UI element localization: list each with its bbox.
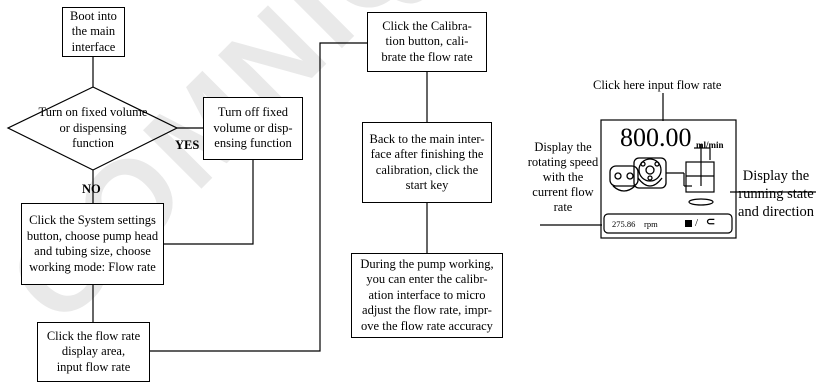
back-main-text: Back to the main inter- face after finis… — [369, 131, 485, 193]
rpm-value: 275.86 — [612, 219, 636, 229]
status-bar — [603, 213, 733, 234]
device-screen: 800.00 ml/min 275.86 rpm / ⊂ — [600, 96, 738, 239]
boot-text: Boot into the main interface — [70, 8, 117, 54]
flow-rate-area-box: Click the flow rate display area, input … — [37, 322, 150, 382]
vessel-icon — [685, 144, 715, 206]
device-screen-frame — [600, 119, 737, 239]
no-label: NO — [82, 182, 101, 196]
turn-off-text: Turn off fixed volume or disp- ensing fu… — [213, 105, 293, 151]
right-label: Display the running state and direction — [737, 168, 815, 220]
micro-adjust-box: During the pump working, you can enter t… — [351, 253, 503, 338]
pump-head-icon — [609, 165, 639, 192]
flow-rate-unit: ml/min — [696, 140, 724, 150]
decision-text: Turn on fixed volume or dispensing funct… — [38, 105, 148, 150]
system-settings-text: Click the System settings button, choose… — [26, 213, 159, 274]
top-label: Click here input flow rate — [593, 78, 722, 92]
flow-rate-value[interactable]: 800.00 — [620, 123, 692, 152]
tubing-icon — [666, 172, 692, 187]
left-label: Display the rotating speed with the curr… — [527, 140, 599, 214]
boot-box: Boot into the main interface — [62, 7, 125, 57]
rpm-unit: rpm — [644, 219, 658, 229]
system-settings-box: Click the System settings button, choose… — [21, 203, 164, 285]
turn-off-box: Turn off fixed volume or disp- ensing fu… — [203, 97, 303, 160]
back-main-box: Back to the main inter- face after finis… — [362, 122, 492, 203]
micro-adjust-text: During the pump working, you can enter t… — [360, 256, 494, 333]
pump-body-icon — [633, 157, 667, 189]
run-state-icon — [685, 220, 692, 227]
calibration-box: Click the Calibra- tion button, cali- br… — [367, 12, 487, 72]
flow-rate-area-text: Click the flow rate display area, input … — [46, 328, 141, 374]
calibration-text: Click the Calibra- tion button, cali- br… — [381, 18, 473, 64]
yes-label: YES — [175, 138, 200, 152]
direction-icon: ⊂ — [706, 216, 716, 228]
state-separator: / — [695, 217, 699, 229]
